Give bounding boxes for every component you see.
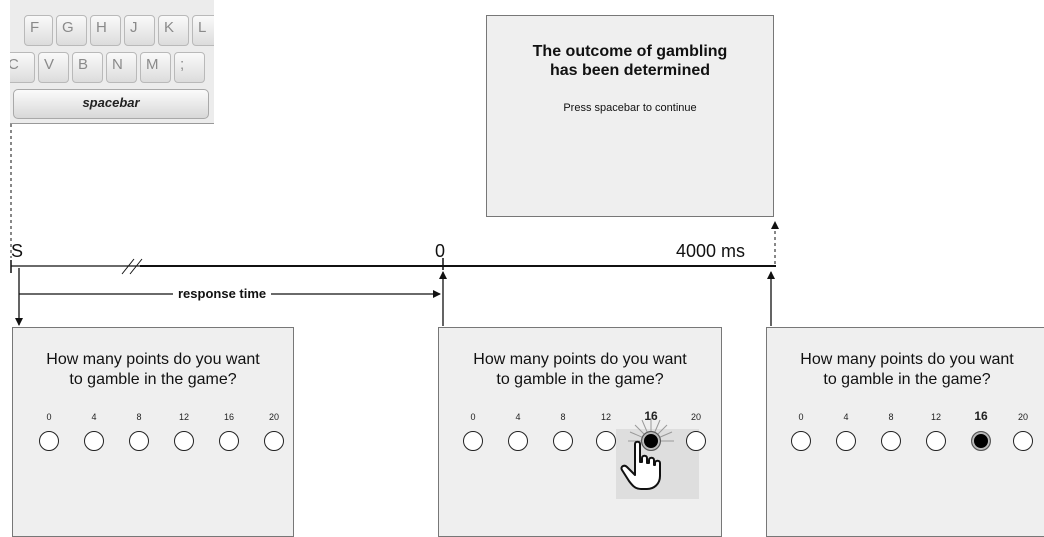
question-line-2: to gamble in the game? [496,371,664,388]
question-text: How many points do you want to gamble in… [13,350,293,390]
key-semicolon: ; [174,52,205,83]
radio-option-16[interactable] [219,431,239,451]
radio-option-8[interactable] [881,431,901,451]
radio-option-16-selected[interactable] [971,431,991,451]
option-label-20: 20 [268,412,279,422]
key-m: M [140,52,171,83]
response-time-label: response time [173,286,272,301]
question-panel-response: How many points do you want to gamble in… [438,327,722,537]
question-line-1: How many points do you want [46,351,260,368]
question-text: How many points do you want to gamble in… [767,350,1044,390]
radio-option-4[interactable] [508,431,528,451]
option-label-0: 0 [46,412,52,422]
timeline-end-label: 4000 ms [676,241,746,261]
question-text: How many points do you want to gamble in… [439,350,721,390]
radio-option-20[interactable] [686,431,706,451]
pointer-hand-icon [620,440,661,490]
timeline-zero-label: 0 [435,241,446,261]
radio-option-12[interactable] [596,431,616,451]
key-k: K [158,15,189,46]
question-line-2: to gamble in the game? [69,371,237,388]
outcome-message: The outcome of gambling has been determi… [487,42,773,80]
option-label-0: 0 [798,412,804,422]
radio-option-0[interactable] [39,431,59,451]
option-label-4: 4 [91,412,97,422]
option-label-8: 8 [136,412,142,422]
timeline-start-label: S [11,241,24,261]
radio-option-12[interactable] [174,431,194,451]
spacebar-key: spacebar [13,89,209,119]
radio-option-4[interactable] [84,431,104,451]
radio-option-8[interactable] [129,431,149,451]
option-label-0: 0 [470,412,476,422]
question-panel-end: How many points do you want to gamble in… [766,327,1044,537]
outcome-line-2: has been determined [549,62,711,79]
radio-option-0[interactable] [791,431,811,451]
axis-break-mark-2 [129,258,143,275]
option-label-8: 8 [560,412,566,422]
key-j: J [124,15,155,46]
key-n: N [106,52,137,83]
key-b: B [72,52,103,83]
radio-option-12[interactable] [926,431,946,451]
option-label-16: 16 [974,409,988,423]
option-label-12: 12 [930,412,941,422]
key-l: L [192,15,214,46]
option-label-20: 20 [1017,412,1028,422]
axis-break-mark-1 [121,258,135,275]
option-label-12: 12 [178,412,189,422]
option-label-4: 4 [843,412,849,422]
question-line-1: How many points do you want [473,351,687,368]
continue-instruction: Press spacebar to continue [563,102,697,114]
key-g: G [56,15,87,46]
option-label-16: 16 [644,409,658,423]
question-panel-start: How many points do you want to gamble in… [12,327,294,537]
key-h: H [90,15,121,46]
radio-option-20[interactable] [264,431,284,451]
option-label-16: 16 [223,412,234,422]
keyboard-image: F G H J K L C V B N M ; spacebar [10,0,214,124]
option-label-4: 4 [515,412,521,422]
key-v: V [38,52,69,83]
option-label-8: 8 [888,412,894,422]
radio-option-16-selected[interactable] [641,431,661,451]
question-line-1: How many points do you want [800,351,1014,368]
option-label-20: 20 [690,412,701,422]
outcome-line-1: The outcome of gambling [532,43,728,60]
question-line-2: to gamble in the game? [823,371,991,388]
radio-option-8[interactable] [553,431,573,451]
radio-option-20[interactable] [1013,431,1033,451]
outcome-screen: The outcome of gambling has been determi… [486,15,774,217]
key-c: C [10,52,35,83]
key-f: F [24,15,53,46]
radio-option-4[interactable] [836,431,856,451]
radio-option-0[interactable] [463,431,483,451]
option-label-12: 12 [600,412,611,422]
